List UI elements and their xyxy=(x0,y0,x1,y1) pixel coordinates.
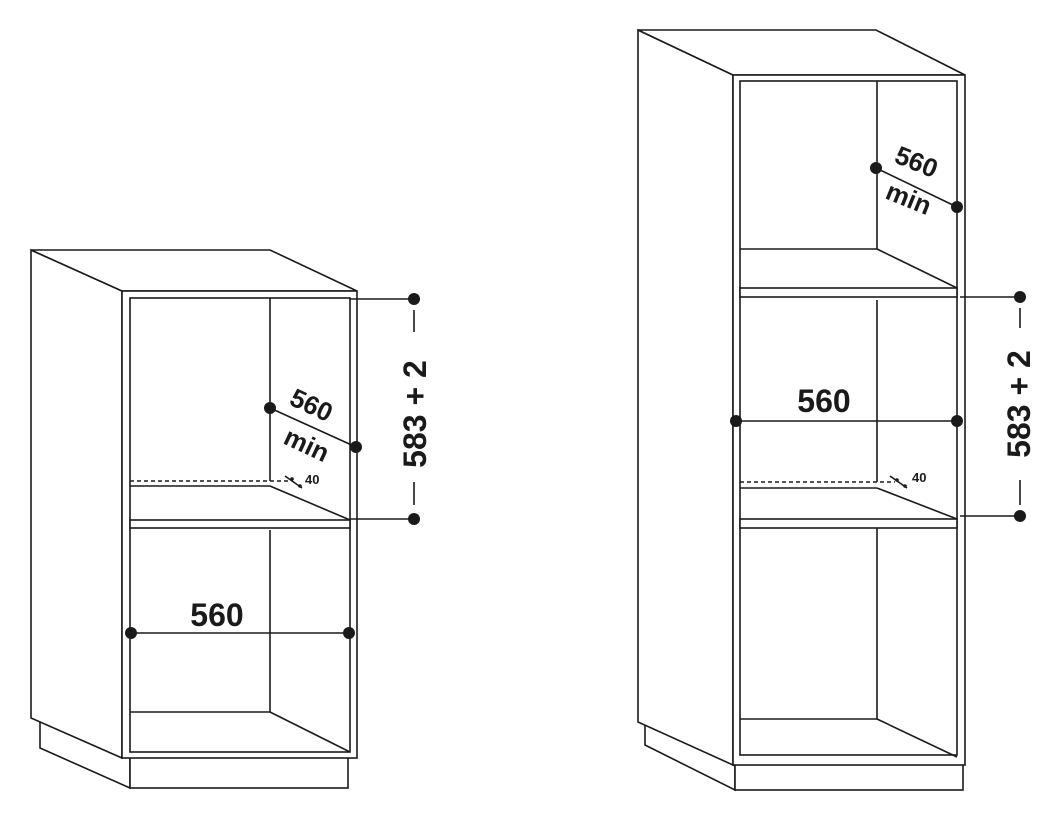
left-shelf xyxy=(129,519,351,529)
right-front-frame xyxy=(732,74,966,766)
left-cabinet: 583 + 2 560 min 560 40 xyxy=(30,248,433,790)
left-side-panel xyxy=(30,248,123,760)
right-upper-shelf xyxy=(739,287,958,298)
right-width-dimension: 560 xyxy=(797,383,850,419)
left-gap-dimension: 40 xyxy=(305,472,319,487)
right-cabinet: 583 + 2 560 min 560 40 xyxy=(637,28,1037,792)
right-height-dimension: 583 + 2 xyxy=(1001,350,1037,458)
right-lower-shelf xyxy=(739,518,958,529)
dim-dot xyxy=(408,513,420,525)
left-width-dimension: 560 xyxy=(190,597,243,633)
right-gap-dimension: 40 xyxy=(912,470,926,485)
dim-dot xyxy=(408,293,420,305)
left-height-dimension: 583 + 2 xyxy=(397,360,433,468)
right-side-panel xyxy=(637,28,734,767)
